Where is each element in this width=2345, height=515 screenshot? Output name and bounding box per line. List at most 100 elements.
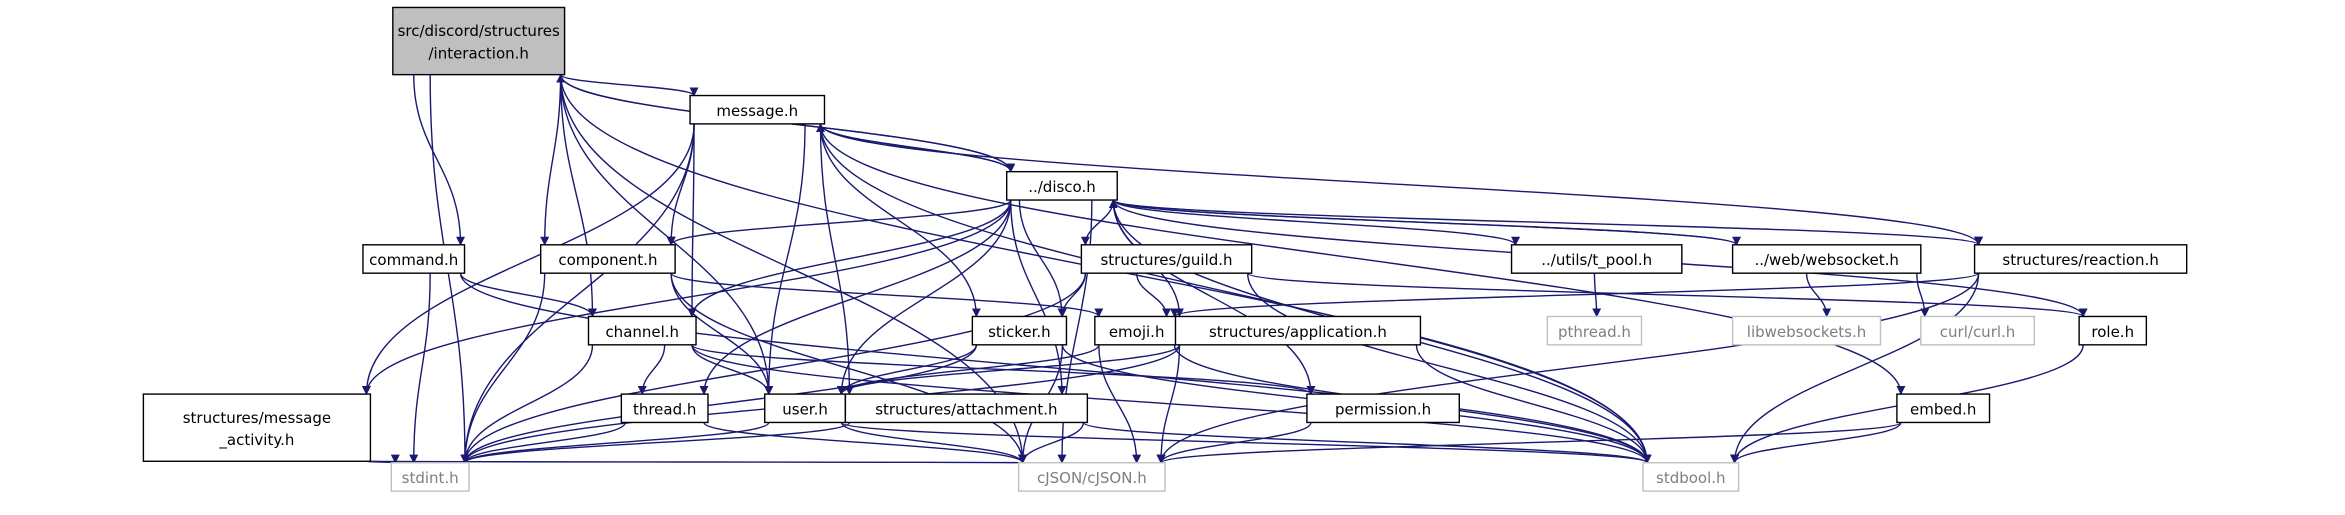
edge [1156,422,1312,464]
edge-websocket-to-disco [1108,199,1738,246]
node-label: _activity.h [218,431,294,450]
edge-message-to-stdint [460,123,695,464]
node-box [1080,244,1253,274]
node-box [971,315,1068,346]
node-box [142,393,372,462]
node-channel[interactable]: channel.h [587,315,697,346]
node-component[interactable]: component.h [539,244,676,274]
node-label: cJSON/cJSON.h [1037,469,1147,487]
node-curl: curl/curl.h [1920,315,2036,346]
edge [699,200,1012,395]
edge [687,199,1012,318]
node-command[interactable]: command.h [362,244,466,274]
edge [1135,273,1172,318]
node-reaction[interactable]: structures/reaction.h [1973,244,2188,274]
edge [365,453,1024,464]
edge-component-to-stdint [460,273,546,464]
node-embed[interactable]: embed.h [1896,393,1991,424]
edge [460,421,851,464]
node-permission[interactable]: permission.h [1306,393,1460,424]
node-sticker[interactable]: sticker.h [971,315,1068,346]
edge-websocket-to-curl [1916,273,1930,318]
edge-msgactivity-to-cjson [365,453,1024,464]
edge-embed-to-cjson [1156,421,1902,464]
edge-disco-to-msgactivity [361,200,1012,395]
node-box [1006,170,1118,201]
node-message[interactable]: message.h [689,94,826,125]
edge [1156,273,1980,464]
edge [1112,200,1316,395]
edge-websocket-to-libwebsockets [1805,273,1832,318]
edge-component-to-cjson [670,273,1028,464]
edge [1018,200,1067,318]
edge [819,123,981,318]
edge-reaction-to-stdbool [1730,273,1980,464]
edge [361,200,1012,395]
node-label: curl/curl.h [1940,323,2016,341]
edge [460,421,770,464]
edge-attachment-to-cjson [1018,422,1085,464]
node-label: structures/message [183,409,331,427]
edge-message-to-stdbool [819,123,1652,464]
edge [1082,421,1652,464]
edge [460,273,1087,464]
edge [764,123,806,395]
edge [840,422,1028,464]
node-label: libwebsockets.h [1747,323,1866,341]
edge [1156,421,1902,464]
edge [459,272,597,318]
edge [1916,273,1930,318]
node-cjson: cJSON/cJSON.h [1017,462,1166,492]
node-label: structures/attachment.h [875,400,1057,418]
edge-emoji-to-user [836,344,1100,395]
node-label: structures/reaction.h [2002,251,2158,269]
node-role[interactable]: role.h [2078,315,2148,346]
node-tpool[interactable]: ../utils/t_pool.h [1510,244,1683,274]
edge-guild-to-stdbool [1246,273,1652,464]
node-box [1306,393,1460,424]
edge [361,123,695,395]
edge-attachment-to-stdbool [1082,421,1652,464]
node-websocket[interactable]: ../web/websocket.h [1731,244,1922,274]
node-box [1174,315,1422,346]
node-user[interactable]: user.h [764,393,847,424]
header-nodes: src/discord/structures/interaction.h mess… [142,6,2188,492]
edge [460,123,695,464]
edge [819,123,1983,246]
edge [1246,273,1652,464]
edge [1246,272,2088,318]
node-box [1094,315,1180,346]
edge-disco-to-component [666,199,1012,246]
edge-component-to-user [670,273,774,395]
node-application[interactable]: structures/application.h [1174,315,1422,346]
edge-channel-to-thread [637,344,666,395]
edge-component-to-emoji [670,272,1104,318]
edge [1415,344,1652,464]
edge-sticker-to-stdint [460,344,978,464]
node-label: stdint.h [402,469,459,487]
edge-channel-to-user [691,344,774,395]
edge-application-to-stdbool [1415,344,1652,464]
edge-interaction-to-message [559,73,699,97]
node-guild[interactable]: structures/guild.h [1080,244,1253,274]
edge-disco-to-permission [1112,200,1316,395]
node-thread[interactable]: thread.h [620,393,709,424]
node-box [844,393,1089,424]
node-box [1642,462,1740,492]
edge [666,123,695,246]
edge-message-to-sticker [819,123,981,318]
node-msgactivity[interactable]: structures/message _activity.h [142,393,372,462]
node-emoji[interactable]: emoji.h [1094,315,1180,346]
edge-disco-to-channel [687,199,1012,318]
edge [1170,272,1980,318]
node-label: structures/application.h [1209,323,1387,341]
edge [819,123,1906,395]
node-disco[interactable]: ../disco.h [1006,170,1118,201]
edge-thread-to-stdint [460,422,627,464]
node-interaction[interactable]: src/discord/structures/interaction.h [392,6,566,76]
node-attachment[interactable]: structures/attachment.h [844,393,1089,424]
edge-guild-to-emoji [1135,273,1172,318]
node-box [1731,244,1922,274]
node-box [1920,315,2036,346]
